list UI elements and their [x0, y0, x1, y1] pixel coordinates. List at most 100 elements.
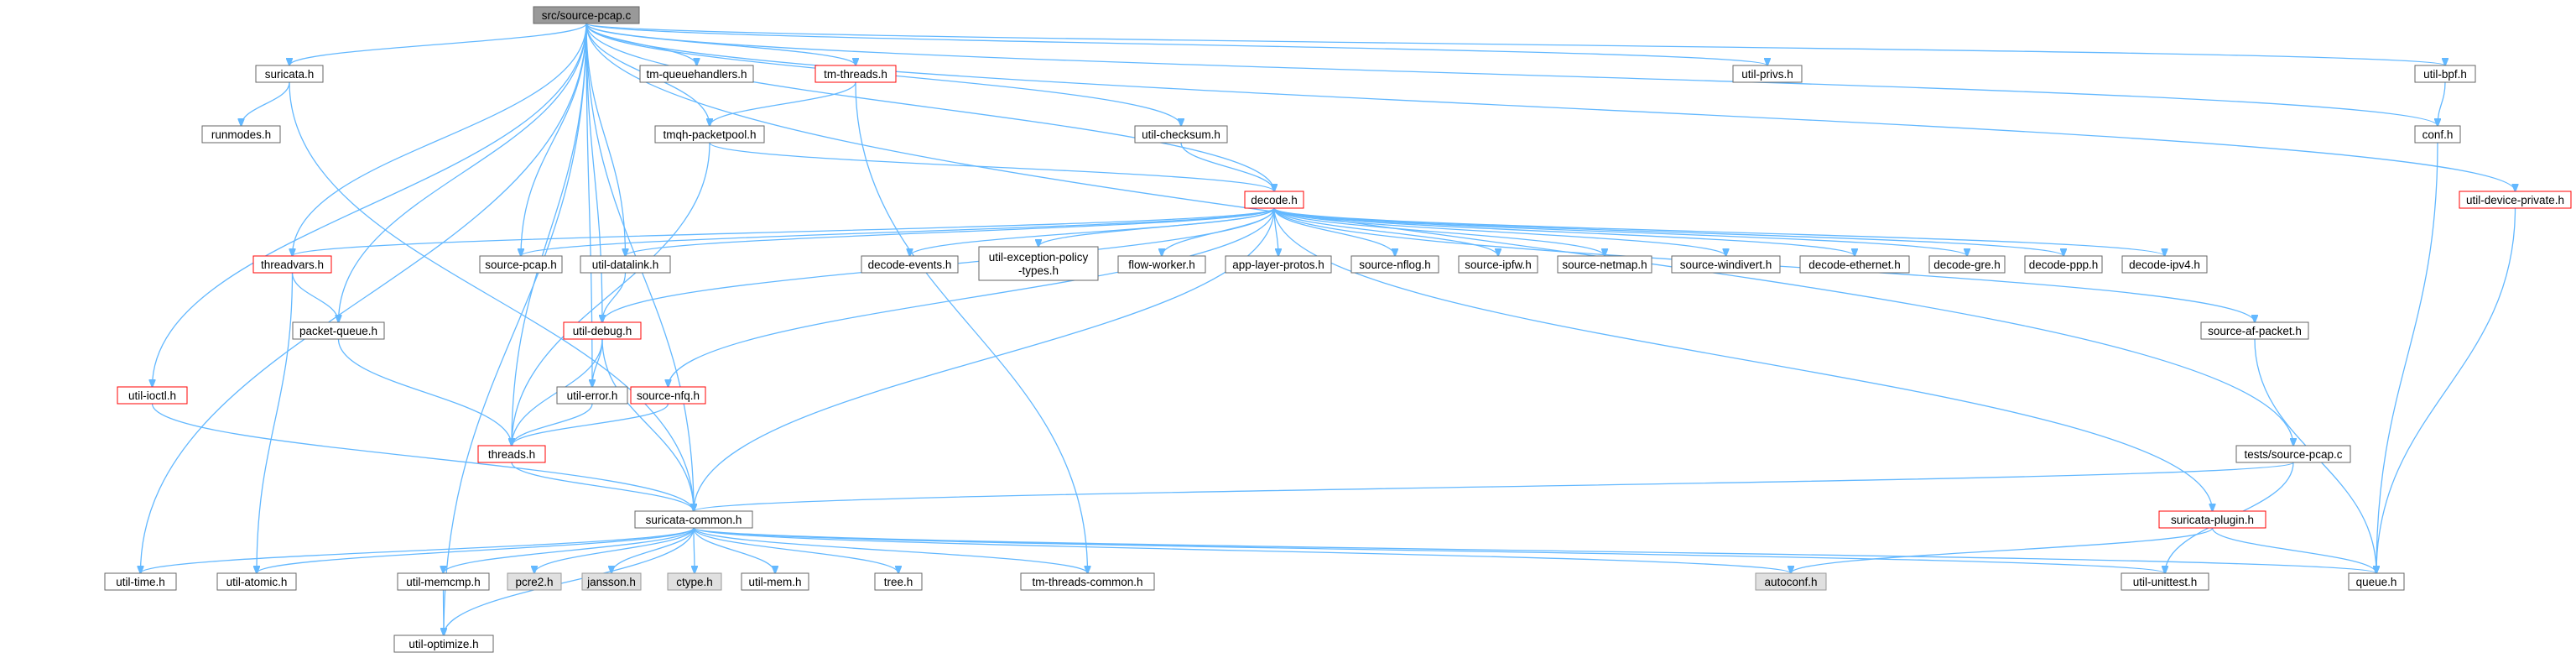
node-box — [2414, 125, 2461, 144]
edge-suricatacommon-to-utilatomic — [257, 527, 695, 573]
node-utilunittest[interactable]: util-unittest.h — [2121, 572, 2209, 591]
edge-threadvars-to-utilatomic — [257, 272, 294, 573]
node-box — [507, 572, 562, 591]
node-ctype[interactable]: ctype.h — [667, 572, 722, 591]
node-utilerror[interactable]: util-error.h — [556, 386, 628, 405]
edge-decode-to-sourcenetmap — [1273, 207, 1605, 256]
node-tmqueuehandlers[interactable]: tm-queuehandlers.h — [639, 65, 754, 83]
node-utildeviceprivate[interactable]: util-device-private.h — [2459, 191, 2572, 209]
node-flowworker[interactable]: flow-worker.h — [1117, 255, 1206, 274]
node-suricataplugin[interactable]: suricata-plugin.h — [2158, 510, 2266, 529]
edge-suricataplugin-to-queue — [2211, 527, 2377, 573]
node-box — [1557, 255, 1652, 274]
node-box — [861, 255, 959, 274]
node-sourceafpacket[interactable]: source-af-packet.h — [2200, 321, 2309, 340]
node-label: util-optimize.h — [409, 638, 478, 650]
node-label: tm-threads.h — [824, 68, 887, 81]
node-box — [1755, 572, 1827, 591]
node-label: util-unittest.h — [2133, 576, 2198, 588]
edge-suricatacommon-to-pcre2 — [534, 527, 695, 573]
node-jansson[interactable]: jansson.h — [581, 572, 642, 591]
node-sourceipfw[interactable]: source-ipfw.h — [1458, 255, 1538, 274]
edge-suricatacommon-to-utilmemcmp — [444, 527, 695, 573]
node-label: suricata-plugin.h — [2171, 514, 2254, 526]
node-sourcewindivert[interactable]: source-windivert.h — [1671, 255, 1781, 274]
node-label: queue.h — [2356, 576, 2397, 588]
node-decodeevents[interactable]: decode-events.h — [861, 255, 959, 274]
node-autoconf[interactable]: autoconf.h — [1755, 572, 1827, 591]
edge-decode-to-sourceipfw — [1273, 207, 1498, 256]
edge-suricatacommon-to-ctype — [694, 527, 695, 573]
node-utilatomic[interactable]: util-atomic.h — [216, 572, 297, 591]
node-label: tm-queuehandlers.h — [646, 68, 747, 81]
node-utiltime[interactable]: util-time.h — [104, 572, 177, 591]
node-box — [201, 125, 281, 144]
node-box — [1928, 255, 2006, 274]
node-sourcepcaph[interactable]: source-pcap.h — [479, 255, 563, 274]
node-box — [978, 246, 1099, 281]
node-box — [1350, 255, 1439, 274]
node-utilmem[interactable]: util-mem.h — [741, 572, 809, 591]
node-box — [477, 445, 546, 463]
node-box — [630, 386, 706, 405]
node-root[interactable]: src/source-pcap.c — [533, 6, 640, 24]
node-pcre2[interactable]: pcre2.h — [507, 572, 562, 591]
node-conf[interactable]: conf.h — [2414, 125, 2461, 144]
node-utilexception[interactable]: util-exception-policy-types.h — [978, 246, 1099, 281]
node-tmthreadscommon[interactable]: tm-threads-common.h — [1020, 572, 1155, 591]
node-box — [1732, 65, 1803, 83]
node-label: source-af-packet.h — [2208, 325, 2302, 337]
node-utildatalink[interactable]: util-datalink.h — [580, 255, 671, 274]
node-decodegre[interactable]: decode-gre.h — [1928, 255, 2006, 274]
node-threadvars[interactable]: threadvars.h — [252, 255, 332, 274]
node-suricata[interactable]: suricata.h — [255, 65, 324, 83]
node-utilprivs[interactable]: util-privs.h — [1732, 65, 1803, 83]
node-utilchecksum[interactable]: util-checksum.h — [1134, 125, 1228, 144]
node-utilbpf[interactable]: util-bpf.h — [2414, 65, 2476, 83]
node-threads[interactable]: threads.h — [477, 445, 546, 463]
node-label: decode-ipv4.h — [2129, 258, 2200, 271]
node-box — [533, 6, 640, 24]
edge-utildatalink-to-utildebug — [602, 272, 627, 322]
node-sourcenfq[interactable]: source-nfq.h — [630, 386, 706, 405]
node-decode[interactable]: decode.h — [1244, 191, 1304, 209]
edge-root-to-utildatalink — [585, 23, 626, 256]
edge-utilchecksum-to-decode — [1180, 142, 1274, 191]
node-utiloptimize[interactable]: util-optimize.h — [393, 634, 494, 653]
node-decodeipv4[interactable]: decode-ipv4.h — [2121, 255, 2208, 274]
node-decodeethernet[interactable]: decode-ethernet.h — [1799, 255, 1910, 274]
node-label: flow-worker.h — [1128, 258, 1195, 271]
graph-nodes: src/source-pcap.c suricata.h tm-queuehandl… — [104, 6, 2572, 653]
node-runmodes[interactable]: runmodes.h — [201, 125, 281, 144]
node-packetqueue[interactable]: packet-queue.h — [292, 321, 385, 340]
node-tree[interactable]: tree.h — [874, 572, 923, 591]
node-applayerprotos[interactable]: app-layer-protos.h — [1225, 255, 1332, 274]
node-utilmemcmp[interactable]: util-memcmp.h — [397, 572, 490, 591]
node-label: src/source-pcap.c — [542, 9, 632, 22]
edge-suricata-to-suricatacommon — [289, 81, 694, 511]
node-utilioctl[interactable]: util-ioctl.h — [117, 386, 188, 405]
node-sourcenetmap[interactable]: source-netmap.h — [1557, 255, 1652, 274]
edge-decode-to-sourcewindivert — [1273, 207, 1726, 256]
edge-root-to-suricata — [289, 23, 587, 65]
node-label: tree.h — [884, 576, 913, 588]
node-box — [1117, 255, 1206, 274]
node-sourcenflog[interactable]: source-nflog.h — [1350, 255, 1439, 274]
node-label: decode.h — [1251, 194, 1298, 206]
node-label: tm-threads-common.h — [1032, 576, 1142, 588]
edge-utildeviceprivate-to-queue — [2376, 207, 2516, 573]
node-label: decode-ppp.h — [2029, 258, 2099, 271]
node-utildebug[interactable]: util-debug.h — [563, 321, 642, 340]
edge-suricata-to-runmodes — [242, 81, 290, 126]
node-suricatacommon[interactable]: suricata-common.h — [634, 510, 753, 529]
node-label: tmqh-packetpool.h — [663, 128, 756, 141]
node-tmthreads[interactable]: tm-threads.h — [814, 65, 897, 83]
node-testssourcepcap[interactable]: tests/source-pcap.c — [2235, 445, 2351, 463]
node-label: source-netmap.h — [1562, 258, 1647, 271]
node-decodeppp[interactable]: decode-ppp.h — [2024, 255, 2103, 274]
node-queue[interactable]: queue.h — [2348, 572, 2405, 591]
node-tmqhpacketpool[interactable]: tmqh-packetpool.h — [654, 125, 765, 144]
edge-root-to-utilbpf — [585, 23, 2445, 65]
edge-threadvars-to-packetqueue — [291, 272, 339, 322]
edge-decode-to-utildatalink — [626, 207, 1275, 256]
